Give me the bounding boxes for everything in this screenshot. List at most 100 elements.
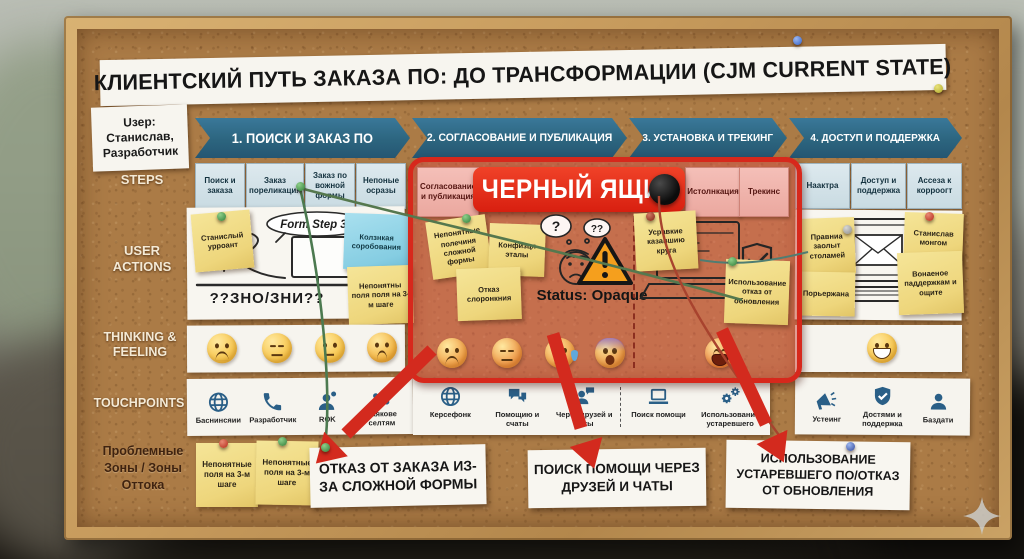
row-label-user-actions: USER ACTIONS	[112, 243, 172, 274]
phase-label: 4. ДОСТУП И ПОДДЕРЖКА	[810, 132, 941, 144]
push-pin	[934, 84, 943, 93]
user-card-line: Разработчик	[102, 143, 179, 161]
push-pin	[846, 442, 855, 451]
push-pin	[217, 212, 226, 221]
black-dot-pin	[649, 174, 680, 205]
touchpoint-label: Заякове селтям	[366, 409, 397, 428]
push-pin	[296, 182, 305, 191]
megaphone-icon	[815, 389, 838, 412]
push-pin	[728, 257, 737, 266]
phase-header-4: 4. ДОСТУП И ПОДДЕРЖКА	[789, 118, 962, 158]
touchpoint-item: Баздати	[910, 390, 966, 424]
black-box-zone: Согласование и публикация Истолнкация Тр…	[408, 157, 802, 383]
person-icon	[927, 390, 950, 413]
shield-check-icon	[871, 385, 894, 408]
phase-header-3: 3. УСТАНОВКА И ТРЕКИНГ	[629, 118, 787, 158]
push-pin	[843, 225, 852, 234]
person-speech-icon	[573, 385, 596, 408]
globe-icon	[207, 390, 230, 413]
feeling-strip-blackbox	[413, 330, 787, 377]
step-card: Согласование и публикация	[417, 167, 479, 217]
touchpoint-label: Разработчик	[249, 414, 297, 424]
step-card: Доступ и поддержка	[851, 163, 906, 209]
touchpoint-item: Использование устаревшего	[701, 385, 759, 428]
share-icon	[370, 384, 393, 407]
push-pin	[278, 437, 287, 446]
touchpoint-item: Заякове селтям	[354, 384, 409, 427]
user-card-line: Uзер:	[122, 114, 156, 130]
touchpoint-label: Устеинг	[812, 414, 842, 424]
touchpoint-item: Баснинсяии	[191, 390, 246, 424]
person-dot-icon	[316, 389, 339, 412]
touchpoints-strip-phase1: Баснинсяии Разработчик ROK Заякове селтям	[186, 377, 414, 436]
globe-icon	[439, 385, 462, 408]
touchpoints-divider	[619, 386, 621, 427]
worried-face-emoji	[366, 332, 398, 363]
touchpoint-label: ROK	[318, 414, 336, 424]
anxious-sweat-face-emoji	[545, 338, 578, 368]
touchpoint-label: Использование устаревшего	[701, 410, 760, 428]
neutral-face-emoji	[314, 332, 346, 363]
feeling-strip-phase1	[186, 324, 406, 373]
step-card: Непоные осразы	[356, 163, 407, 209]
push-pin	[219, 439, 228, 448]
phone-icon	[261, 390, 284, 413]
touchpoints-group-phase2: Керсефонк Помощию и счаты Через друзей и ч…	[417, 385, 618, 428]
phase-header-2: 2. СОГЛАСОВАНИЕ И ПУБЛИКАЦИЯ	[412, 118, 627, 158]
touchpoint-label: Достями и поддержка	[862, 409, 903, 429]
black-box-title: ЧЕРНЫЙ ЯЩИК	[481, 174, 677, 204]
feeling-strip-phase4	[795, 325, 962, 372]
laptop-icon	[647, 385, 670, 408]
chat-icon	[506, 385, 529, 408]
phase-header-1: 1. ПОИСК И ЗАКАЗ ПО	[195, 118, 410, 158]
step-card: Наактра	[795, 163, 850, 209]
crying-face-emoji	[705, 338, 735, 368]
touchpoints-group-phase3: Поиск помощи Использование устаревшего	[623, 385, 766, 428]
touchpoint-item: Через друзей и чаты	[555, 385, 613, 428]
step-card: Заказ пореликация	[246, 163, 305, 209]
step-card: Поиск и заказа	[195, 163, 245, 209]
touchpoint-label: Через друзей и чаты	[556, 410, 613, 428]
expressionless-face-emoji	[261, 333, 293, 364]
confused-face-emoji	[492, 338, 522, 368]
row-label-steps: STEPS	[120, 172, 164, 187]
status-opaque-label: Status: Opaque	[536, 287, 648, 304]
touchpoint-item: Устеинг	[799, 389, 855, 423]
confusion-caption: ??ЗНО/ЗНИ??	[209, 290, 325, 307]
sparkle-logo-icon	[962, 496, 1002, 536]
sticky-note: Использование отказ от обновления	[723, 258, 791, 326]
push-pin	[646, 212, 655, 221]
touchpoint-label: Керсефонк	[429, 410, 471, 419]
touchpoint-label: Баздати	[922, 414, 954, 424]
sticky-note: Непонятные поля на 3-м шаге	[196, 443, 258, 507]
phase-label: 1. ПОИСК И ЗАКАЗ ПО	[231, 130, 374, 146]
phase-label: 3. УСТАНОВКА И ТРЕКИНГ	[642, 132, 774, 144]
touchpoint-label: Баснинсяии	[195, 415, 241, 425]
touchpoint-item: Керсефонк	[421, 385, 479, 428]
touchpoint-item: Помощию и счаты	[488, 385, 546, 428]
push-pin	[793, 36, 802, 45]
sticky-note-blue: Колзнкая соробования	[343, 212, 410, 272]
push-pin	[462, 214, 471, 223]
problem-callout-3: ИСПОЛЬЗОВАНИЕ УСТАРЕВШЕГО ПО/ОТКАЗ ОТ ОБ…	[725, 439, 911, 511]
svg-text:?: ?	[552, 218, 561, 234]
gears-icon	[719, 385, 742, 408]
row-label-touchpoints: TOUCHPOINTS	[93, 396, 185, 410]
touchpoint-label: Поиск помощи	[631, 410, 686, 419]
step-card: Ассеза к корроогт	[907, 163, 962, 209]
touchpoint-label: Помощию и счаты	[495, 410, 540, 428]
touchpoint-item: Поиск помощи	[630, 385, 688, 428]
grinning-face-emoji	[867, 333, 897, 363]
phase-label: 2. СОГЛАСОВАНИЕ И ПУБЛИКАЦИЯ	[426, 132, 613, 144]
sticky-note: Непонятны поля поля на 3-м шаге	[347, 264, 414, 326]
problem-callout-2: ПОИСК ПОМОЩИ ЧЕРЕЗ ДРУЗЕЙ И ЧАТЫ	[527, 447, 707, 509]
fearful-face-emoji	[595, 338, 625, 368]
sticky-note: Вонаеное паддержкам и ощите	[896, 250, 965, 316]
touchpoint-item: Разработчик	[245, 390, 300, 424]
frowning-face-emoji	[437, 338, 467, 368]
touchpoints-strip-phase2-3: Керсефонк Помощию и счаты Через друзей и ч…	[413, 378, 770, 435]
push-pin	[321, 443, 330, 452]
sticky-note: Отказ слоронкния	[456, 266, 522, 322]
sticky-note: Порьержана	[796, 271, 856, 317]
